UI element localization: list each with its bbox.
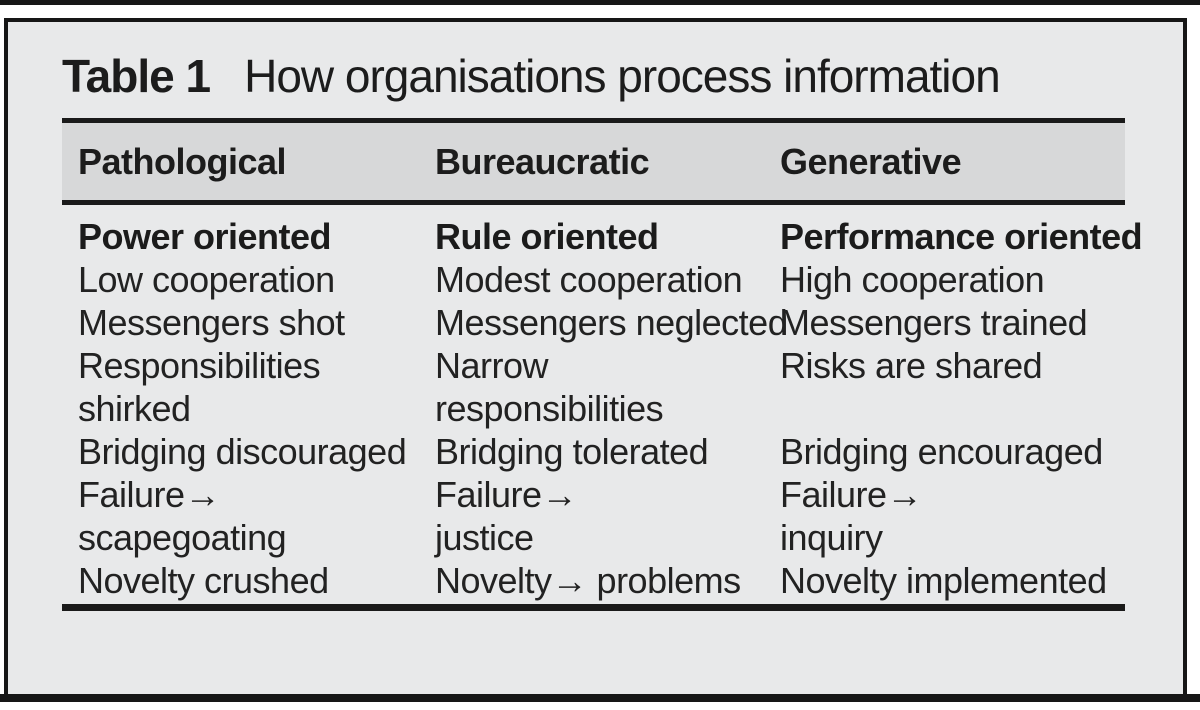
table-cell: Messengers neglected <box>435 302 788 343</box>
table-cell: Narrow <box>435 345 549 386</box>
table-cell: Novelty→ problems <box>435 560 741 601</box>
table-caption-text: How organisations process information <box>244 50 1001 102</box>
table-cell: Failure→ <box>435 474 578 515</box>
table-cell: Messengers trained <box>780 302 1088 343</box>
table-cell: Novelty crushed <box>78 560 329 601</box>
table-cell: Failure→ <box>780 474 923 515</box>
table-cell: inquiry <box>780 517 883 558</box>
table-cell: Bridging discouraged <box>78 431 407 472</box>
table-cell: justice <box>435 517 534 558</box>
table-row: Failure→ Failure→ Failure→ <box>62 473 1125 516</box>
table-row: shirked responsibilities <box>62 387 1125 430</box>
table-caption-label: Table 1 <box>62 50 211 102</box>
table-cell: shirked <box>78 388 191 429</box>
table-cell: Power oriented <box>78 216 332 257</box>
table-card: Table 1 How organisations process inform… <box>4 18 1187 698</box>
table-row: Novelty crushed Novelty→ problems Novelt… <box>62 559 1125 602</box>
table-row: Low cooperation Modest cooperation High … <box>62 258 1125 301</box>
bottom-rule <box>0 694 1200 702</box>
table-row: Bridging discouraged Bridging tolerated … <box>62 430 1125 473</box>
table-cell: Novelty implemented <box>780 560 1107 601</box>
table-cell: High cooperation <box>780 259 1045 300</box>
table-row: scapegoating justice inquiry <box>62 516 1125 559</box>
table-body: Power oriented Rule oriented Performance… <box>62 215 1143 602</box>
column-header-pathological: Pathological <box>78 140 287 182</box>
table-cell: Responsibilities <box>78 345 321 386</box>
table-cell: Messengers shot <box>78 302 345 343</box>
table-row: Messengers shot Messengers neglected Mes… <box>62 301 1125 344</box>
table-row: Power oriented Rule oriented Performance… <box>62 215 1143 258</box>
table-cell: Performance oriented <box>780 216 1143 257</box>
table-cell: responsibilities <box>435 388 664 429</box>
table-row: Responsibilities Narrow Risks are shared <box>62 344 1125 387</box>
table-bottom-rule <box>62 604 1125 611</box>
table-cell: Modest cooperation <box>435 259 743 300</box>
table-caption: Table 1 How organisations process inform… <box>62 48 1001 104</box>
table-header-row: Pathological Bureaucratic Generative <box>62 118 1125 205</box>
table-cell: Rule oriented <box>435 216 659 257</box>
column-header-bureaucratic: Bureaucratic <box>435 140 650 182</box>
table-cell: scapegoating <box>78 517 287 558</box>
table-cell: Risks are shared <box>780 345 1043 386</box>
top-rule <box>0 0 1200 5</box>
column-header-generative: Generative <box>780 140 962 182</box>
table-cell: Low cooperation <box>78 259 335 300</box>
table-cell: Bridging encouraged <box>780 431 1103 472</box>
table-cell: Bridging tolerated <box>435 431 709 472</box>
table-cell: Failure→ <box>78 474 221 515</box>
